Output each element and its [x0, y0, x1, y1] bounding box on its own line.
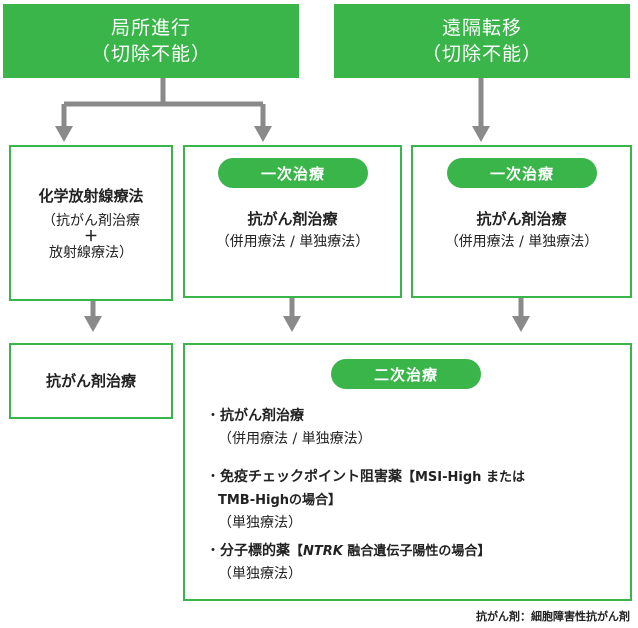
left-anticancer-label: 抗がん剤治療: [45, 372, 136, 390]
bullet: ・: [206, 543, 220, 559]
first-line-title: 抗がん剤治療: [476, 210, 567, 228]
item-sub: （単独療法）: [218, 515, 302, 531]
first-line-title: 抗がん剤治療: [247, 210, 338, 228]
arrow-head: [55, 126, 73, 142]
first-line-pill: 一次治療: [218, 158, 368, 188]
arrow-head: [472, 126, 490, 142]
item-title: 抗がん剤治療: [220, 408, 304, 424]
header-locally-advanced-line1: 局所進行: [110, 17, 191, 39]
first-line-pill: 一次治療: [447, 158, 597, 188]
chemoradiotherapy-line2: 放射線療法）: [49, 245, 133, 261]
first-line-box-metastasis: 一次治療 抗がん剤治療 （併用療法 / 単独療法）: [411, 145, 632, 298]
header-locally-advanced: 局所進行 （切除不能）: [3, 4, 299, 78]
item-note: 【MSI-High または: [402, 470, 525, 485]
item-title: 分子標的薬: [220, 543, 290, 559]
arrow-head: [512, 316, 530, 332]
header-distant-metastasis: 遠隔転移 （切除不能）: [334, 4, 630, 78]
plus-sign: ＋: [84, 229, 98, 245]
list-item: ・免疫チェックポイント阻害薬【MSI-High または TMB-Highの場合】…: [206, 466, 626, 535]
item-note-gene: NTRK: [303, 544, 343, 559]
list-item: ・抗がん剤治療 （併用療法 / 単独療法）: [206, 405, 372, 451]
first-line-box-locally: 一次治療 抗がん剤治療 （併用療法 / 単独療法）: [183, 145, 402, 298]
second-line-pill: 二次治療: [331, 359, 481, 389]
arrow-head: [84, 316, 102, 332]
item-sub: （併用療法 / 単独療法）: [218, 431, 372, 447]
header-distant-metastasis-line1: 遠隔転移: [441, 17, 522, 39]
header-locally-advanced-line2: （切除不能）: [90, 43, 211, 65]
chemoradiotherapy-line1: （抗がん剤治療: [42, 213, 140, 229]
bullet: ・: [206, 408, 220, 424]
item-title: 免疫チェックポイント阻害薬: [220, 469, 402, 485]
arrow-head: [254, 126, 272, 142]
item-note-cont: TMB-Highの場合】: [218, 493, 342, 508]
left-anticancer-box: 抗がん剤治療: [9, 343, 173, 419]
second-line-box: 二次治療: [183, 343, 632, 601]
chemoradiotherapy-title: 化学放射線療法: [38, 187, 144, 205]
list-item: ・分子標的薬【NTRK 融合遺伝子陽性の場合】 （単独療法）: [206, 540, 626, 586]
item-note: 【: [290, 544, 304, 559]
arrow-head: [283, 316, 301, 332]
first-line-sub: （併用療法 / 単独療法）: [215, 234, 370, 250]
bullet: ・: [206, 469, 220, 485]
chemoradiotherapy-box: 化学放射線療法 （抗がん剤治療 ＋ 放射線療法）: [9, 145, 173, 301]
footnote: 抗がん剤：細胞障害性抗がん剤: [476, 610, 630, 623]
first-line-sub: （併用療法 / 単独療法）: [444, 234, 599, 250]
item-sub: （単独療法）: [218, 566, 302, 582]
item-note-rest: 融合遺伝子陽性の場合】: [342, 544, 491, 559]
header-distant-metastasis-line2: （切除不能）: [421, 43, 542, 65]
